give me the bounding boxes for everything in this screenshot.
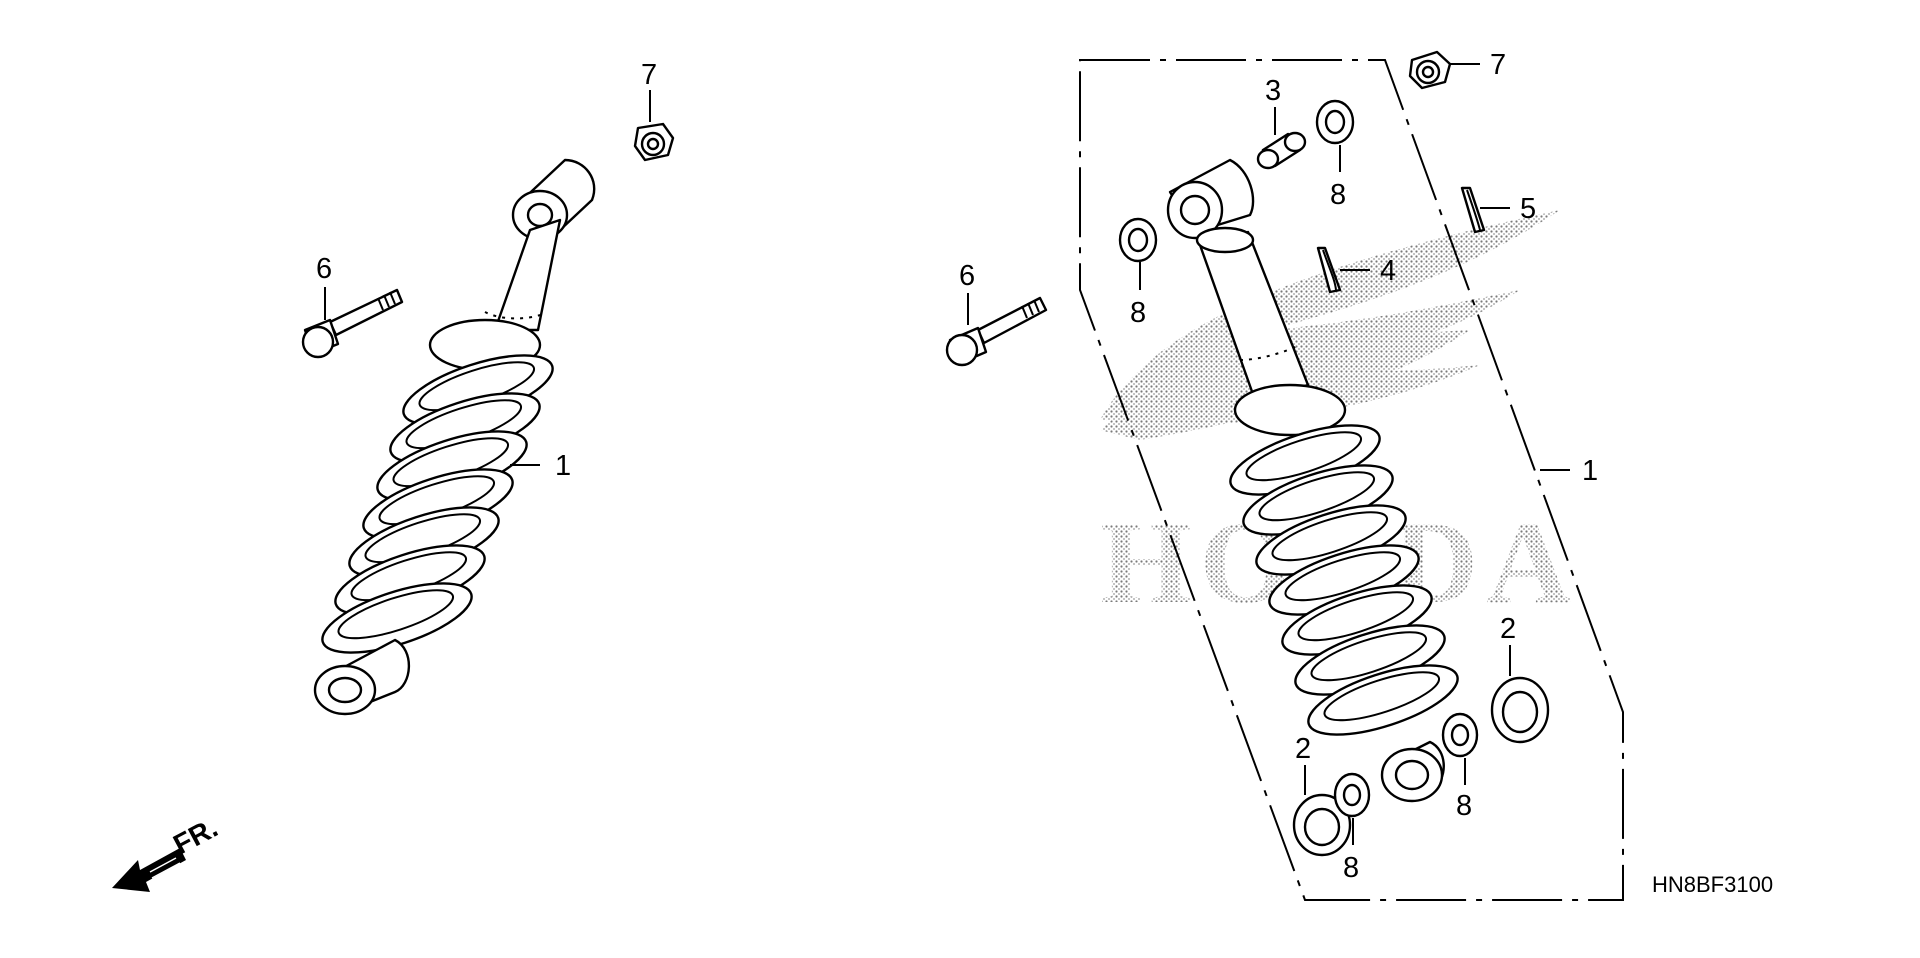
front-direction-arrow	[112, 848, 186, 892]
callout-8-bottom-right: 8	[1456, 790, 1472, 822]
callout-8-left: 8	[1130, 297, 1146, 329]
right-shock-absorber	[1166, 158, 1467, 803]
dust-seal-2-lower	[1292, 793, 1352, 857]
diagram-code: HN8BF3100	[1652, 872, 1773, 897]
bolt-6-right	[945, 296, 1048, 367]
bearing-8-left	[1118, 217, 1158, 263]
callout-1-right: 1	[1582, 455, 1598, 487]
nut-7-left	[633, 122, 675, 162]
clip-5	[1460, 186, 1486, 234]
nut-7-right	[1408, 50, 1452, 90]
bearing-8-bottom-right	[1441, 712, 1479, 758]
callout-2-right: 2	[1500, 613, 1516, 645]
bearing-8-bottom	[1333, 772, 1371, 818]
collar-3	[1256, 131, 1307, 170]
exploded-view-frame	[1079, 59, 1624, 901]
clip-4	[1316, 246, 1342, 294]
bolt-6-left	[301, 288, 404, 359]
callout-6-left: 6	[316, 253, 332, 285]
callout-8-top: 8	[1330, 179, 1346, 211]
callout-3: 3	[1265, 75, 1281, 107]
callout-6-right: 6	[959, 260, 975, 292]
dust-seal-2-right	[1490, 676, 1550, 744]
bearing-8-top	[1315, 99, 1355, 145]
callout-1-left: 1	[555, 450, 571, 482]
callout-7-left: 7	[641, 59, 657, 91]
left-shock-absorber	[313, 158, 596, 716]
callout-5: 5	[1520, 193, 1536, 225]
callout-4: 4	[1380, 255, 1396, 287]
callout-8-bottom: 8	[1343, 852, 1359, 884]
callout-2-lower: 2	[1295, 733, 1311, 765]
callout-7-right: 7	[1490, 49, 1506, 81]
